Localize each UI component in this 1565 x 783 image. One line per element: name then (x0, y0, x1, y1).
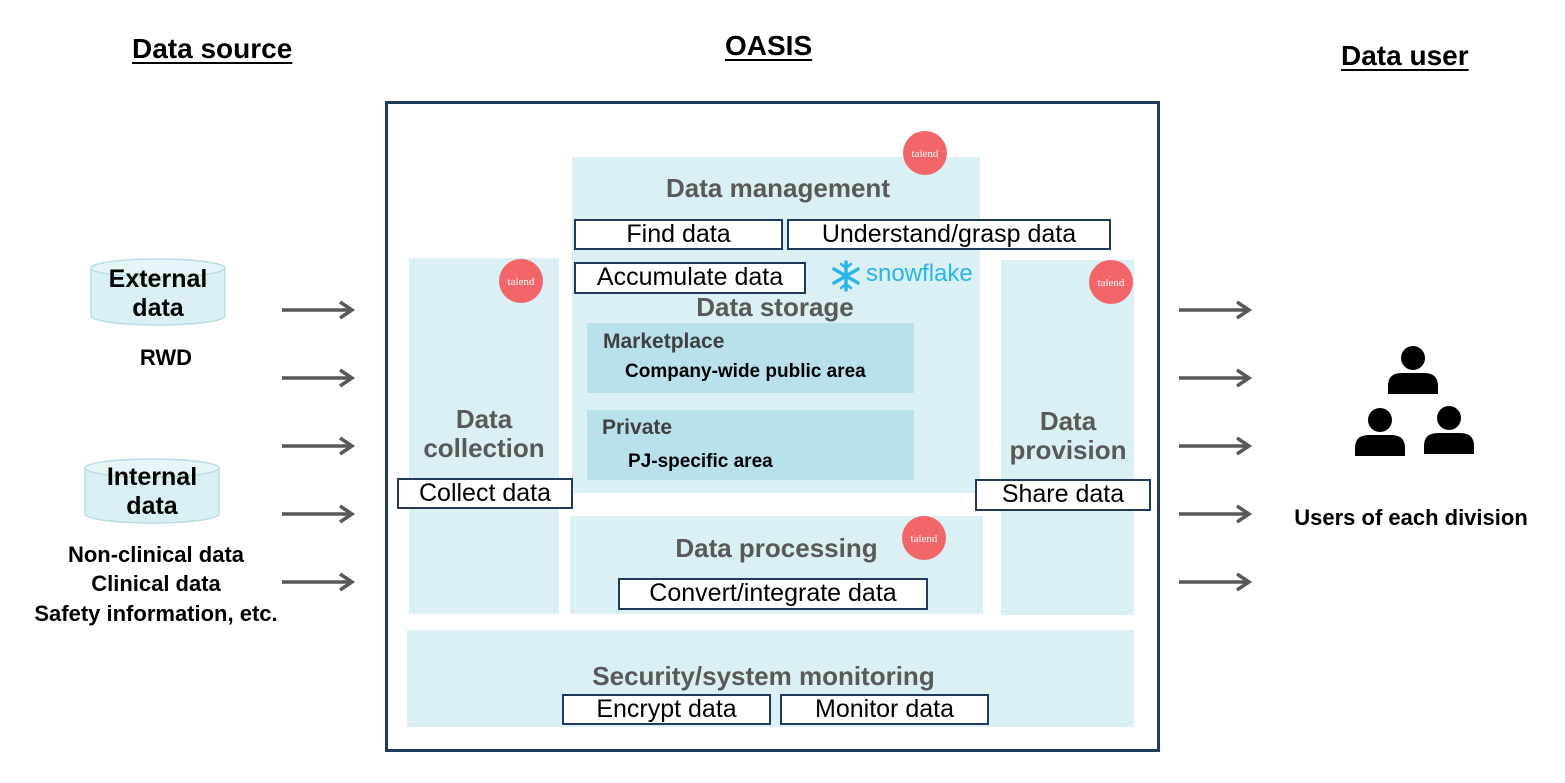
data-processing-title: Data processing (675, 533, 878, 563)
understand-data-box: Understand/grasp data (787, 219, 1111, 250)
safety-caption: Safety information, etc. (34, 601, 278, 626)
rwd-caption: RWD (139, 345, 193, 370)
clinical-caption: Clinical data (91, 571, 221, 596)
data-storage-title: Data storage (696, 292, 854, 322)
talend-logo: talend (902, 516, 946, 560)
private-title: Private (602, 416, 673, 439)
data-provision-panel (1001, 260, 1134, 615)
outbound-arrow (1179, 368, 1253, 388)
data-management-title: Data management (666, 173, 890, 203)
internal-data-label: Internal data (106, 463, 198, 520)
data-source-header: Data source (132, 33, 293, 64)
internal-data-cylinder: Internal data (84, 458, 220, 524)
collect-data-box: Collect data (397, 478, 573, 509)
snowflake-icon (832, 260, 860, 292)
monitor-data-box: Monitor data (780, 694, 989, 725)
database-icon (90, 258, 226, 326)
talend-logo: talend (1089, 260, 1133, 304)
inbound-arrow (282, 300, 356, 320)
inbound-arrow (282, 368, 356, 388)
talend-logo-text: talend (1098, 277, 1125, 289)
users-group-icon (1355, 346, 1474, 456)
outbound-arrow (1179, 572, 1253, 592)
external-data-cylinder: External data (90, 258, 226, 326)
marketplace-title: Marketplace (603, 330, 725, 353)
oasis-frame (385, 101, 1160, 752)
data-provision-title: Data provision (1009, 406, 1127, 465)
outbound-arrow (1179, 504, 1253, 524)
encrypt-data-box: Encrypt data (562, 694, 771, 725)
marketplace-area (587, 323, 914, 393)
accumulate-data-box: Accumulate data (574, 262, 806, 294)
oasis-header: OASIS (725, 30, 813, 61)
data-collection-panel (409, 258, 559, 614)
external-data-label: External data (108, 265, 208, 322)
talend-logo: talend (903, 131, 947, 175)
inbound-arrow (282, 436, 356, 456)
private-area (587, 410, 914, 480)
outbound-arrow (1179, 436, 1253, 456)
talend-logo: talend (499, 259, 543, 303)
database-icon (84, 458, 220, 524)
convert-data-box: Convert/integrate data (618, 578, 928, 610)
users-caption: Users of each division (1294, 505, 1528, 530)
marketplace-desc: Company-wide public area (625, 361, 866, 382)
snowflake-wordmark: snowflake (866, 260, 973, 287)
private-desc: PJ-specific area (628, 451, 773, 472)
talend-logo-text: talend (508, 276, 535, 288)
find-data-box: Find data (574, 219, 783, 250)
security-title: Security/system monitoring (592, 661, 935, 691)
talend-logo-text: talend (912, 148, 939, 160)
data-collection-title: Data collection (423, 404, 545, 463)
inbound-arrow (282, 504, 356, 524)
talend-logo-text: talend (911, 533, 938, 545)
inbound-arrow (282, 572, 356, 592)
share-data-box: Share data (975, 479, 1151, 511)
outbound-arrow (1179, 300, 1253, 320)
data-user-header: Data user (1341, 40, 1469, 71)
non-clinical-caption: Non-clinical data (67, 542, 245, 567)
